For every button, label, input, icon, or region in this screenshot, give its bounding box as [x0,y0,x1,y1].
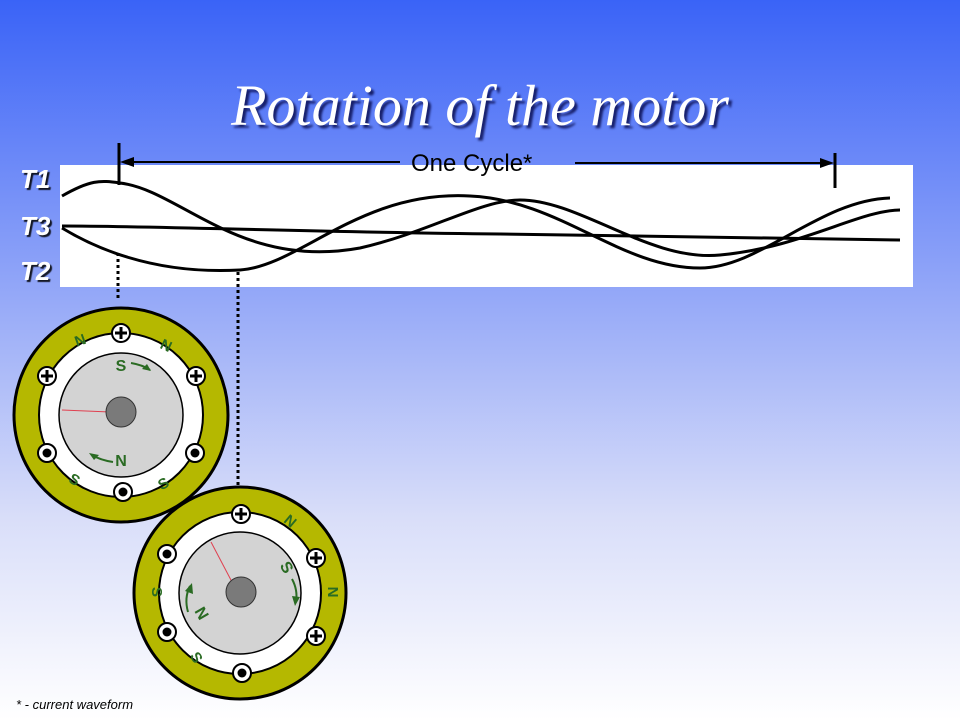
terminal-plus-icon [306,626,326,646]
waveform-t3 [61,224,901,242]
footnote: * - current waveform [16,697,134,712]
terminal-dot-icon [157,544,177,564]
terminal-dot-icon [37,443,57,463]
terminal-dot-icon [157,622,177,642]
terminal-plus-icon [37,366,57,386]
cycle-label: One Cycle* [411,150,533,177]
terminal-plus-icon [186,366,206,386]
rotor-pole-label: N [115,453,127,470]
waveform-t2 [61,194,891,273]
phase-label-t3: T3 [20,211,51,241]
terminal-dot-icon [232,663,252,683]
waveform-panel [60,165,913,287]
motor-2: N N S S S N [132,485,348,701]
slide-title: Rotation of the motor [231,73,729,138]
stator-pole-label: N [324,587,341,598]
rotor-pole-label: S [116,358,127,375]
rotor-shaft [225,576,257,608]
phase-label-t1: T1 [20,164,51,194]
terminal-plus-icon [306,548,326,568]
terminal-plus-icon [231,504,251,524]
terminal-dot-icon [113,482,133,502]
terminal-plus-icon [111,323,131,343]
terminal-dot-icon [185,443,205,463]
rotor-shaft [105,396,137,428]
phase-label-t2: T2 [20,256,51,286]
motor-1: N N S S S N [12,306,230,524]
waveform-t1 [61,180,901,258]
stator-pole-label: S [148,587,165,597]
cycle-arrow [117,143,837,188]
